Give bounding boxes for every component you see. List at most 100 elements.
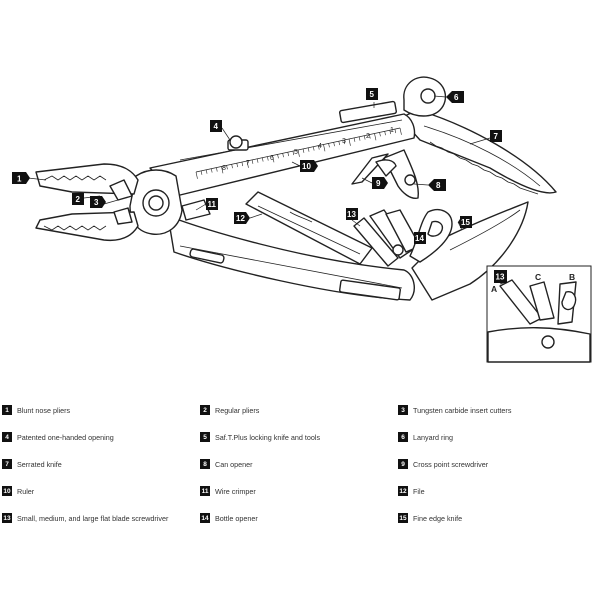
callout-5: 5: [366, 88, 378, 100]
callout-1: 1: [12, 172, 30, 184]
legend-label: Serrated knife: [17, 459, 62, 469]
ruler-tick: [379, 132, 381, 137]
legend-label: Bottle opener: [215, 513, 258, 523]
legend-label: Cross point screwdriver: [413, 459, 489, 469]
legend-item: 2 Regular pliers: [200, 404, 259, 416]
callout-8: 8: [428, 179, 446, 191]
callout-14: 14: [414, 232, 426, 244]
legend: 1 Blunt nose pliers 2 Regular pliers 3 T…: [0, 398, 600, 538]
svg-text:3: 3: [94, 198, 99, 207]
ruler-tick: [287, 152, 289, 157]
legend-item: 5 Saf.T.Plus locking knife and tools: [200, 431, 320, 443]
svg-text:14: 14: [415, 234, 424, 243]
callout-15: 15: [458, 216, 472, 228]
ruler-tick: [369, 134, 371, 139]
ruler-tick: [226, 165, 228, 170]
flat-blade-screwdrivers: [353, 209, 421, 267]
legend-label: Regular pliers: [215, 405, 260, 415]
legend-label: File: [413, 486, 425, 496]
ruler-tick: [251, 159, 254, 164]
ruler-tick: [374, 133, 377, 141]
legend-item: 8 Can opener: [200, 458, 253, 470]
ruler-tick: [200, 170, 203, 175]
legend-badge: 15: [398, 513, 408, 523]
inset-letter-c: C: [535, 272, 541, 282]
ruler-tick: [307, 147, 310, 152]
ruler-tick: [277, 154, 279, 159]
callout-3: 3: [90, 196, 106, 208]
legend-item: 4 Patented one-handed opening: [2, 431, 114, 443]
svg-text:11: 11: [208, 200, 217, 209]
ruler-tick: [267, 156, 269, 161]
inset-letter-a: A: [491, 284, 497, 294]
ruler-tick: [313, 146, 315, 151]
legend-item: 6 Lanyard ring: [398, 431, 453, 443]
ruler-tick: [333, 142, 335, 147]
legend-label: Ruler: [17, 486, 35, 496]
ruler-number: 7: [246, 160, 250, 167]
svg-text:2: 2: [76, 195, 81, 204]
ruler-tick: [389, 130, 391, 135]
svg-text:12: 12: [236, 214, 245, 223]
svg-text:1: 1: [17, 175, 22, 184]
svg-text:13: 13: [347, 210, 356, 219]
inset-callout-13: 13: [494, 270, 507, 283]
svg-text:6: 6: [454, 93, 459, 102]
svg-text:15: 15: [461, 218, 470, 227]
legend-badge: 8: [200, 459, 210, 469]
legend-label: Can opener: [215, 459, 253, 469]
inset-letter-b: B: [569, 272, 575, 282]
ruler-number: 6: [270, 155, 274, 162]
ruler-tick: [211, 168, 213, 173]
ruler-tick: [384, 131, 386, 136]
can-opener: [383, 149, 419, 200]
legend-label: Patented one-handed opening: [17, 432, 114, 442]
ruler-tick: [246, 160, 249, 168]
ruler-number: 2: [366, 133, 370, 140]
legend-label: Blunt nose pliers: [17, 405, 71, 415]
legend-badge: 11: [200, 486, 210, 496]
ruler-tick: [231, 164, 233, 169]
legend-label: Lanyard ring: [413, 432, 453, 442]
legend-badge: 7: [2, 459, 12, 469]
legend-item: 1 Blunt nose pliers: [2, 404, 70, 416]
multitool-diagram: 8 7 6 5 4 3 2 1 10: [12, 76, 592, 363]
legend-item: 7 Serrated knife: [2, 458, 62, 470]
legend-item: 10 Ruler: [2, 485, 34, 497]
ruler-tick: [297, 149, 300, 157]
ruler-tick: [292, 151, 295, 156]
serrated-knife: [399, 109, 557, 195]
legend-item: 15 Fine edge knife: [398, 512, 462, 524]
svg-text:7: 7: [494, 132, 499, 141]
ruler-number: 5: [294, 149, 298, 156]
ruler-tick: [323, 144, 326, 152]
legend-item: 9 Cross point screwdriver: [398, 458, 488, 470]
legend-label: Tungsten carbide insert cutters: [413, 405, 512, 415]
legend-badge: 13: [2, 513, 12, 523]
svg-text:13: 13: [496, 273, 505, 282]
callout-12: 12: [234, 212, 250, 224]
legend-badge: 9: [398, 459, 408, 469]
legend-item: 11 Wire crimper: [200, 485, 256, 497]
ruler-tick: [353, 137, 356, 142]
ruler-tick: [364, 135, 366, 140]
ruler-tick: [262, 157, 264, 162]
ruler-number: 3: [342, 138, 346, 145]
svg-text:5: 5: [370, 90, 375, 99]
legend-badge: 10: [2, 486, 12, 496]
ruler-tick: [241, 162, 244, 167]
ruler-tick: [394, 129, 397, 134]
callout-6: 6: [446, 91, 464, 103]
ruler-number: 4: [318, 143, 322, 150]
callout-7: 7: [490, 130, 502, 142]
cross-point-screwdriver: [351, 153, 397, 185]
ruler-tick: [221, 166, 224, 174]
legend-label: Fine edge knife: [413, 513, 463, 523]
legend-badge: 1: [2, 405, 12, 415]
ruler-tick: [348, 138, 351, 146]
ruler-tick: [338, 141, 340, 146]
pliers-head: [35, 135, 243, 242]
ruler-tick: [318, 145, 320, 150]
legend-badge: 6: [398, 432, 408, 442]
callout-10: 10: [300, 160, 318, 172]
